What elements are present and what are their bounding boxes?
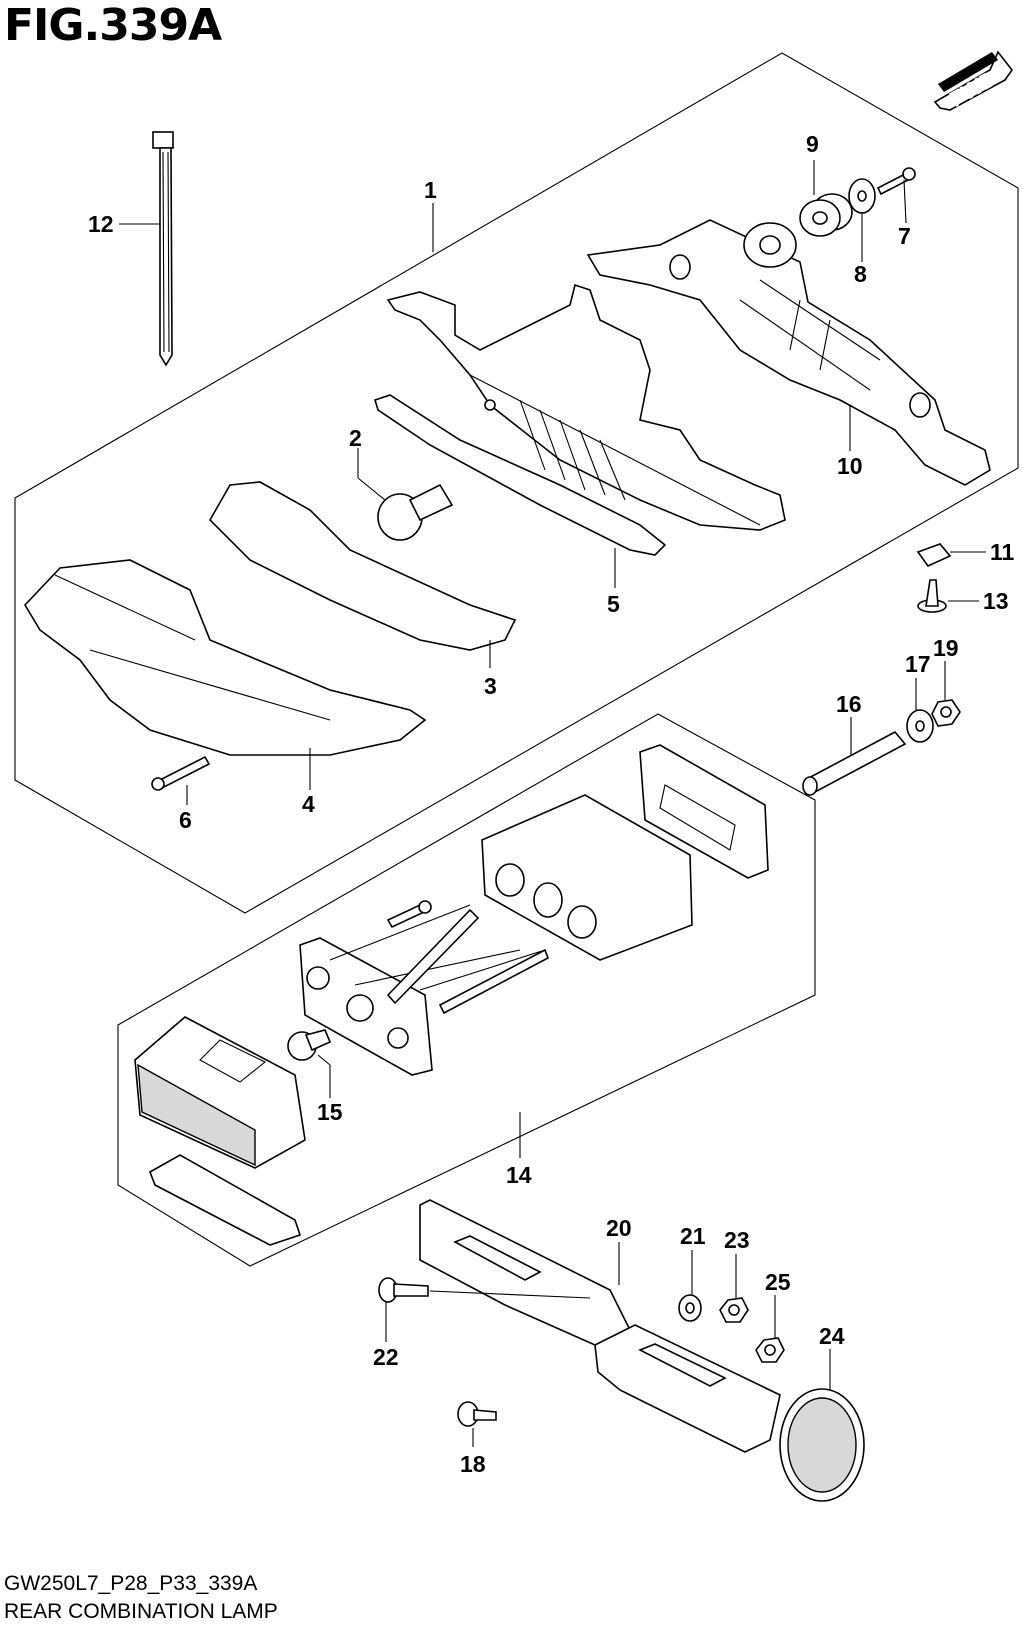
part-10-bracket xyxy=(586,219,991,486)
callout-10: 10 xyxy=(837,453,863,479)
callout-14: 14 xyxy=(506,1162,532,1188)
callout-5: 5 xyxy=(607,591,620,617)
part-18-bolt xyxy=(457,1401,497,1427)
callout-labels: 1 2 3 4 5 6 7 8 9 10 11 12 13 14 15 16 1… xyxy=(88,131,1015,1477)
callout-25: 25 xyxy=(765,1269,791,1295)
callout-24: 24 xyxy=(819,1323,845,1349)
lamp-lens-cover xyxy=(149,1154,302,1246)
callout-1: 1 xyxy=(424,177,437,203)
callout-16: 16 xyxy=(836,691,862,717)
part-12-cable-tie xyxy=(152,131,174,367)
part-19-nut xyxy=(931,699,961,727)
group-outline-upper xyxy=(14,52,1019,914)
part-17-washer xyxy=(906,709,934,743)
callout-12: 12 xyxy=(88,211,114,237)
group-outline-lower xyxy=(117,713,816,1267)
part-25-nut xyxy=(755,1337,785,1363)
part-4-outer-lens xyxy=(24,559,427,756)
license-lamp-gasket xyxy=(639,744,769,879)
callout-15: 15 xyxy=(317,1099,343,1125)
callout-23: 23 xyxy=(724,1227,750,1253)
callout-7: 7 xyxy=(898,223,911,249)
callout-11: 11 xyxy=(990,539,1015,565)
license-lamp-body xyxy=(481,794,693,961)
callout-20: 20 xyxy=(606,1215,632,1241)
part-14-license-lamp-lens xyxy=(134,1016,306,1169)
callout-17: 17 xyxy=(905,651,931,677)
callout-21: 21 xyxy=(680,1223,706,1249)
leader-lines xyxy=(119,160,986,1447)
part-7-screw xyxy=(876,167,916,196)
socket-assembly xyxy=(299,904,549,1076)
figure-title: FIG.339A xyxy=(4,0,222,51)
part-3-inner-lens xyxy=(209,481,517,651)
callout-3: 3 xyxy=(484,673,497,699)
part-2-bulb xyxy=(377,483,454,541)
lamp-screw xyxy=(386,900,432,929)
forward-arrow-icon: FWD xyxy=(933,50,1013,112)
callout-9: 9 xyxy=(806,131,819,157)
callout-2: 2 xyxy=(349,425,362,451)
callout-4: 4 xyxy=(302,791,315,817)
part-6-screw xyxy=(151,755,211,791)
callout-19: 19 xyxy=(933,635,959,661)
part-11-clip xyxy=(916,543,952,568)
part-23-nut xyxy=(719,1297,749,1323)
callout-6: 6 xyxy=(179,807,192,833)
diagram-code: GW250L7_P28_P33_339A xyxy=(4,1572,258,1595)
part-16-collar xyxy=(802,730,907,796)
part-9-grommet xyxy=(799,193,853,237)
part-22-bolt xyxy=(378,1277,591,1303)
part-5-gasket xyxy=(374,394,667,556)
part-20-bracket-plate xyxy=(419,1199,781,1453)
callout-18: 18 xyxy=(460,1451,486,1477)
part-15-bulb xyxy=(287,1029,332,1061)
callout-8: 8 xyxy=(854,261,867,287)
diagram-name: REAR COMBINATION LAMP xyxy=(4,1600,278,1623)
part-24-reflector xyxy=(779,1388,865,1502)
part-13-screw xyxy=(917,579,947,613)
part-8-washer xyxy=(848,178,876,214)
callout-22: 22 xyxy=(373,1344,399,1370)
callout-13: 13 xyxy=(983,588,1009,614)
part-21-washer xyxy=(678,1294,702,1322)
part-1-housing xyxy=(386,283,786,531)
